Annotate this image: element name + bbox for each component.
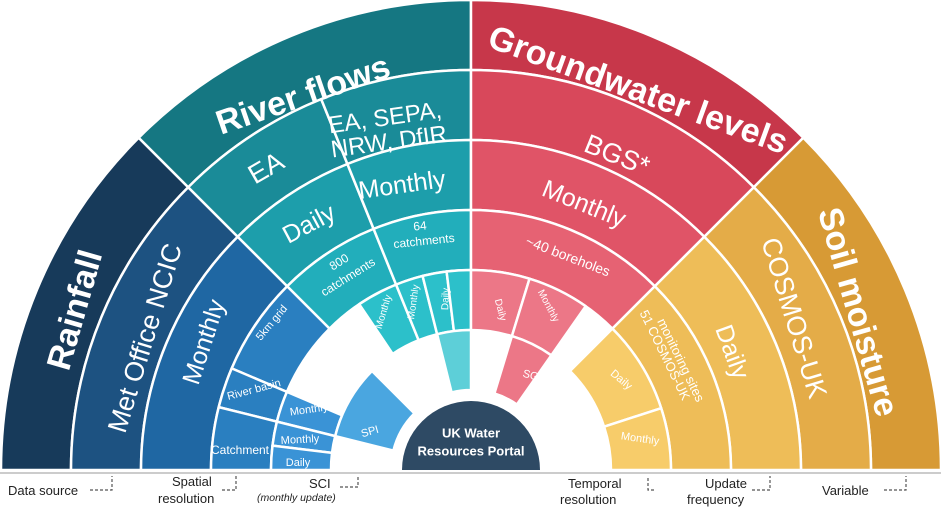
legend-data-source: Data source [8, 483, 78, 498]
river-temporal-3: Monthly [406, 284, 422, 320]
leader-update [752, 476, 771, 491]
river-temporal-1: Daily [343, 320, 365, 345]
river-temporal-4: Daily [440, 288, 452, 311]
leader-spatial [222, 476, 237, 491]
portal-hub[interactable] [402, 401, 540, 470]
legend-spatial-2: resolution [158, 491, 214, 506]
leader-variable [884, 476, 907, 491]
segment-soil-temporal-monthly[interactable] [602, 406, 673, 472]
legend-variable: Variable [822, 483, 869, 498]
leader-sci [340, 476, 359, 488]
legend-update-1: Update [705, 476, 747, 491]
rainfall-temporal-basin-monthly: Monthly [289, 401, 329, 418]
segment-groundwater-sci[interactable] [493, 334, 553, 406]
fan-segments [0, 0, 941, 472]
legend-spatial-1: Spatial [172, 474, 212, 489]
segment-river-sci[interactable] [435, 328, 473, 394]
hub-label-line2: Resources Portal [418, 444, 525, 459]
legend-sci: SCI [309, 476, 331, 491]
leader-temporal [647, 476, 654, 491]
soil-temporal-monthly: Monthly [620, 430, 660, 447]
groundwater-sci-sgi: SGI [521, 368, 542, 384]
rainfall-spatial-catchment: Catchment [211, 443, 270, 457]
segment-rainfall-temporal-catchment-daily[interactable] [269, 444, 334, 472]
legend-temporal-2: resolution [560, 492, 616, 507]
rainfall-temporal-catchment-monthly: Monthly [280, 433, 320, 447]
river-sci-ssi: SSI [421, 360, 437, 380]
segment-rainfall-sci[interactable] [333, 369, 416, 452]
legend-update-2: frequency [687, 492, 745, 507]
leader-data-source [90, 476, 113, 491]
legend-sci-note: (monthly update) [257, 492, 336, 504]
legend-temporal-1: Temporal [568, 476, 622, 491]
rainfall-temporal-catchment-daily: Daily [286, 457, 311, 469]
river-spatial-b-line1: 64 [413, 218, 428, 233]
hub-label-line1: UK Water [442, 426, 500, 441]
river-spatial-b-line2: catchments [393, 231, 455, 251]
rainfall-sci-spi: SPI [360, 424, 380, 440]
